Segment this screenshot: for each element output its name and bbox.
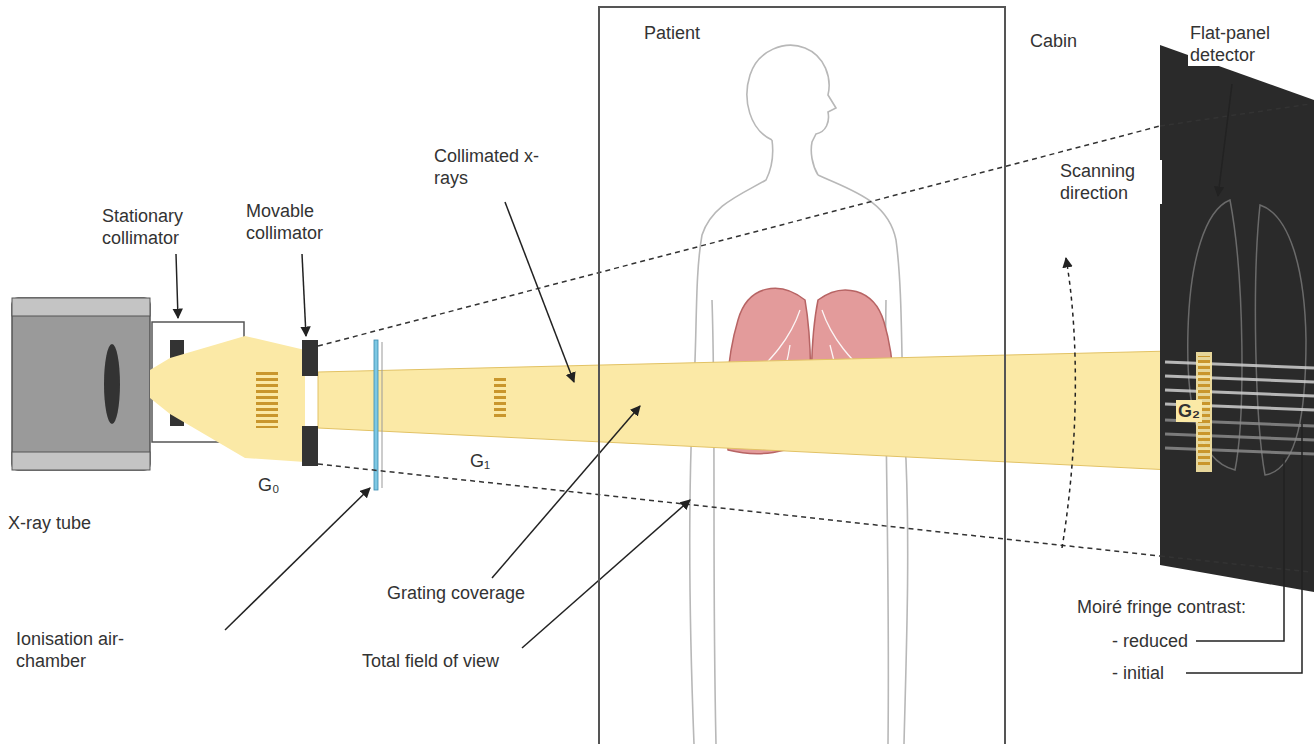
part-label: G₀ <box>256 474 281 496</box>
xray-tube <box>12 298 150 470</box>
chamber-plate <box>382 342 383 488</box>
part-label: Collimated x-rays <box>432 145 558 189</box>
grating-g1 <box>494 378 506 418</box>
ionisation-chamber <box>374 340 378 490</box>
movable-collimator <box>302 340 318 376</box>
part-label: Grating coverage <box>385 582 527 604</box>
part-label: - reduced <box>1110 630 1190 652</box>
part-label: - initial <box>1110 662 1166 684</box>
patient-cabin-box: Patient <box>598 6 1006 744</box>
flat-panel-detector <box>1160 45 1314 592</box>
field-line <box>318 126 1160 346</box>
part-label: Flat-panel detector <box>1188 22 1310 66</box>
movable-collimator <box>302 426 318 466</box>
field-line <box>1160 104 1310 126</box>
part-label: G₁ <box>468 450 492 472</box>
collimated-beam <box>318 350 1212 472</box>
field-line <box>1160 556 1310 572</box>
part-label: Cabin <box>1028 30 1079 52</box>
part-label: Scanning direction <box>1058 160 1162 204</box>
part-label: Ionisation air-chamber <box>14 628 138 672</box>
part-label: Stationary collimator <box>100 205 224 249</box>
grating-g0 <box>256 370 278 428</box>
scan-arrow <box>1062 258 1075 548</box>
part-label: Moiré fringe contrast: <box>1075 596 1248 618</box>
part-label: X-ray tube <box>6 512 93 534</box>
part-label: Total field of view <box>360 650 501 672</box>
leader-lines <box>176 84 1302 673</box>
field-line <box>318 464 1160 556</box>
part-label: Movable collimator <box>244 200 360 244</box>
beam <box>150 336 305 462</box>
box-title: Patient <box>600 8 700 44</box>
part-label: G₂ <box>1176 400 1202 422</box>
